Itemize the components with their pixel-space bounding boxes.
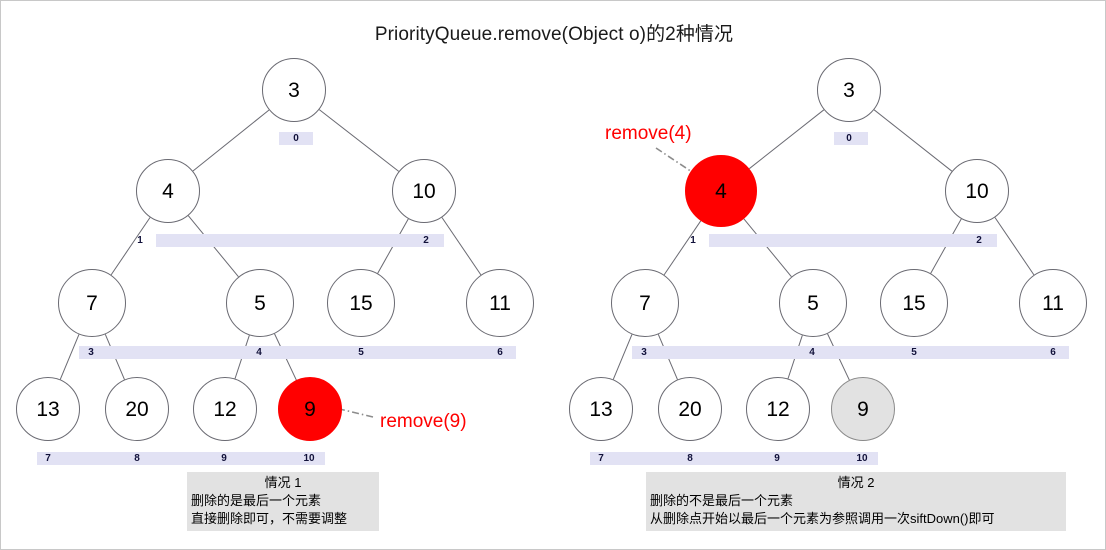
- case-1-caption-head: 情况 1: [264, 475, 302, 490]
- case-1-index-bar-level-2: [79, 346, 516, 359]
- case-2-node-6[interactable]: 11: [1019, 269, 1087, 337]
- tree-edge: [192, 109, 270, 172]
- case-2-index-bar-level-1: [709, 234, 997, 247]
- case-1-node-10[interactable]: 9: [278, 377, 342, 441]
- case-2-index-label: 7: [598, 453, 604, 464]
- case-1-index-label: 2: [423, 235, 429, 246]
- case-2-node-0[interactable]: 3: [817, 58, 881, 122]
- case-2-index-label: 0: [846, 133, 852, 144]
- case-2-index-label: 2: [976, 235, 982, 246]
- page-title: PriorityQueue.remove(Object o)的2种情况: [374, 24, 734, 45]
- case-2-caption-line-2: 从删除点开始以最后一个元素为参照调用一次siftDown()即可: [650, 511, 995, 526]
- case-2-node-2[interactable]: 10: [945, 159, 1009, 223]
- tree-edge: [612, 334, 633, 380]
- case-1-index-bar-level-3: [37, 452, 325, 465]
- case-2-caption-line-1: 删除的不是最后一个元素: [650, 493, 794, 508]
- case-1-node-6[interactable]: 11: [466, 269, 534, 337]
- case-1-index-label: 10: [303, 453, 315, 464]
- case-2-node-5[interactable]: 15: [880, 269, 948, 337]
- case-2-index-label: 6: [1050, 347, 1056, 358]
- case-1-index-label: 6: [497, 347, 503, 358]
- case-1-node-3[interactable]: 7: [58, 269, 126, 337]
- case-1-node-9[interactable]: 12: [193, 377, 257, 441]
- case-1-index-label: 5: [358, 347, 364, 358]
- case-1-index-label: 4: [256, 347, 262, 358]
- tree-edge: [873, 109, 953, 172]
- case-2-index-label: 10: [856, 453, 868, 464]
- case-2-index-bar-level-0: [834, 132, 868, 145]
- case-1-caption-line-2: 直接删除即可，不需要调整: [191, 511, 348, 526]
- case-2-index-label: 4: [809, 347, 815, 358]
- case-2-caption-head: 情况 2: [837, 475, 875, 490]
- case-1-node-0[interactable]: 3: [262, 58, 326, 122]
- case-1-index-label: 0: [293, 133, 299, 144]
- case-1-node-5[interactable]: 15: [327, 269, 395, 337]
- case-1-index-label: 9: [221, 453, 227, 464]
- case-1-index-label: 7: [45, 453, 51, 464]
- remove-4-call-label: remove(4): [605, 123, 692, 144]
- tree-edge: [748, 109, 825, 170]
- case-2-node-4[interactable]: 5: [779, 269, 847, 337]
- case-2-node-3[interactable]: 7: [611, 269, 679, 337]
- tree-edge: [318, 109, 400, 172]
- case-1-index-bar-level-1: [156, 234, 444, 247]
- case-2-node-8[interactable]: 20: [658, 377, 722, 441]
- tree-edge: [59, 334, 80, 380]
- case-2-index-label: 3: [641, 347, 647, 358]
- case-1-index-label: 1: [137, 235, 143, 246]
- case-2-index-label: 8: [687, 453, 693, 464]
- case-2-node-9[interactable]: 12: [746, 377, 810, 441]
- case-1-caption-line-1: 删除的是最后一个元素: [191, 493, 322, 508]
- tree-edge: [994, 217, 1035, 276]
- case-2-index-bar-level-3: [590, 452, 878, 465]
- case-2-index-bar-level-2: [632, 346, 1069, 359]
- case-2-index-label: 1: [690, 235, 696, 246]
- tree-edge: [743, 218, 792, 278]
- case-2-node-7[interactable]: 13: [569, 377, 633, 441]
- case-1-index-label: 8: [134, 453, 140, 464]
- case-2-node-1[interactable]: 4: [685, 155, 757, 227]
- case-1-node-4[interactable]: 5: [226, 269, 294, 337]
- case-1-node-2[interactable]: 10: [392, 159, 456, 223]
- case-1-index-label: 3: [88, 347, 94, 358]
- case-2-index-label: 5: [911, 347, 917, 358]
- tree-edge: [663, 220, 702, 276]
- case-2-index-label: 9: [774, 453, 780, 464]
- remove-9-call-label: remove(9): [380, 411, 467, 432]
- case-2-node-10[interactable]: 9: [831, 377, 895, 441]
- case-1-caption: 情况 1 删除的是最后一个元素 直接删除即可，不需要调整: [187, 472, 379, 531]
- case-1-node-7[interactable]: 13: [16, 377, 80, 441]
- case-2-caption: 情况 2 删除的不是最后一个元素 从删除点开始以最后一个元素为参照调用一次sif…: [646, 472, 1066, 531]
- tree-edge: [441, 217, 482, 276]
- case-1-index-bar-level-0: [279, 132, 313, 145]
- case-1-node-1[interactable]: 4: [136, 159, 200, 223]
- case-1-node-8[interactable]: 20: [105, 377, 169, 441]
